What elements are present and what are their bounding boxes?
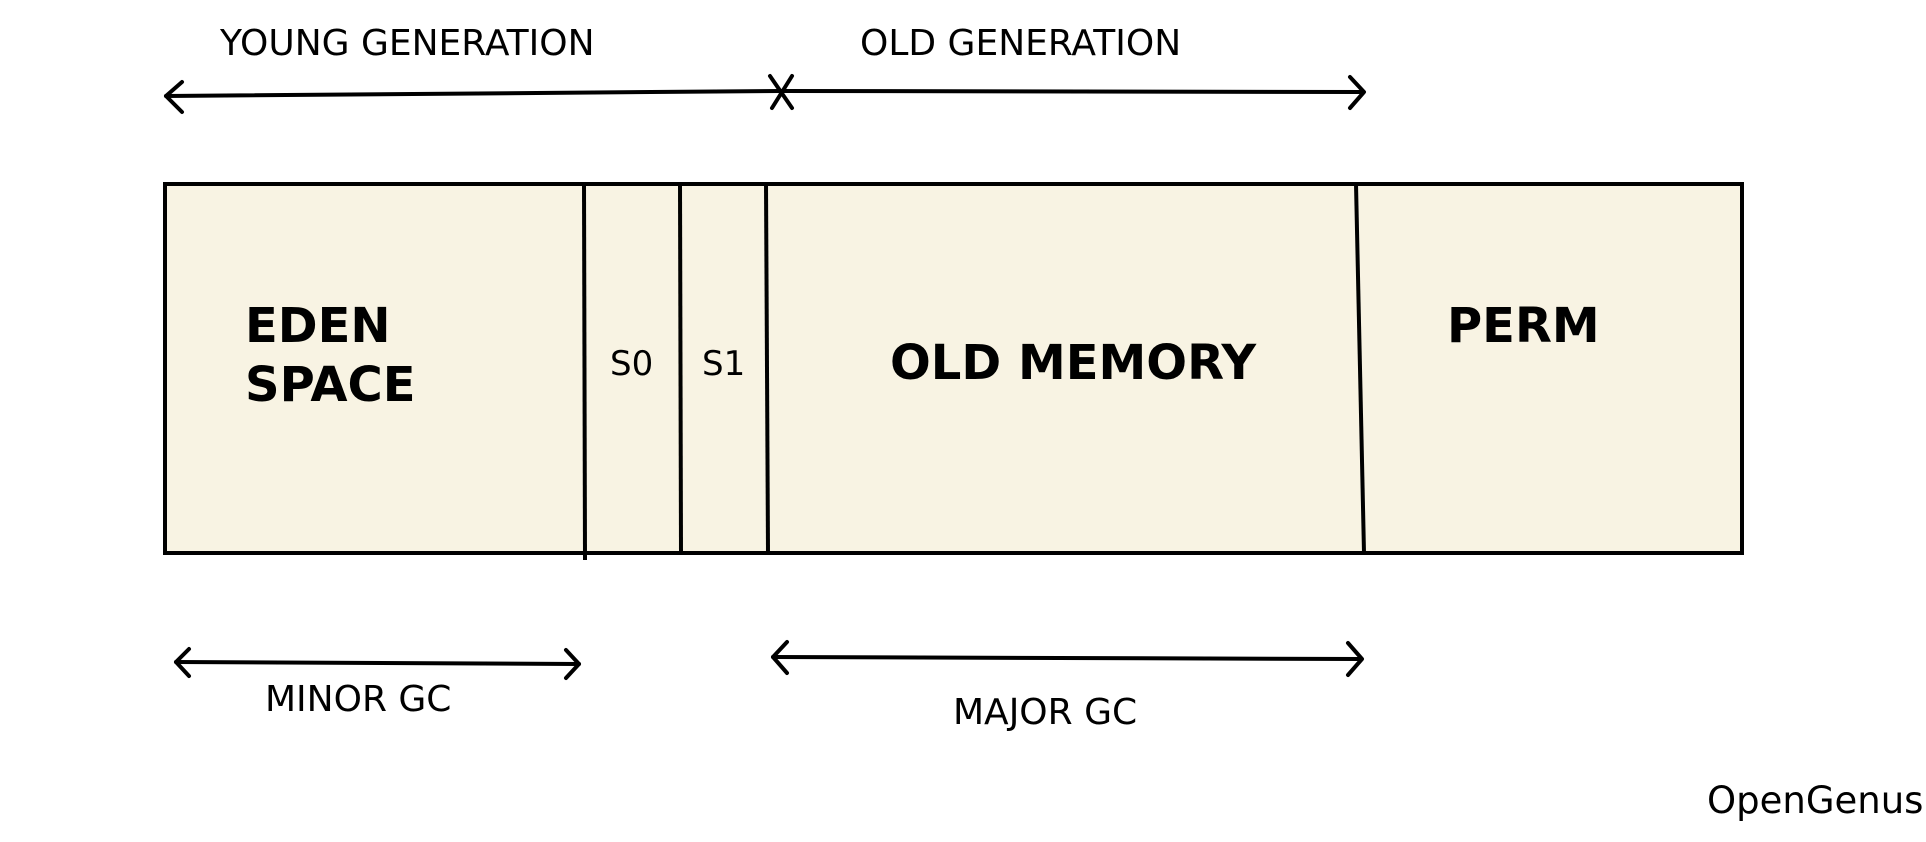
eden-divider xyxy=(582,183,587,561)
memory-bar xyxy=(163,182,1744,561)
eden-space-label: EDEN SPACE xyxy=(245,297,416,414)
eden-label-line1: EDEN xyxy=(245,298,391,354)
memory-bar-fill xyxy=(163,182,1744,555)
s0-divider xyxy=(678,183,683,554)
young-generation-label: YOUNG GENERATION xyxy=(220,23,595,64)
perm-label: PERM xyxy=(1447,298,1600,354)
survivor-s1-label: S1 xyxy=(702,344,746,384)
old-generation-arrow xyxy=(779,75,1366,110)
s1-divider xyxy=(764,183,770,554)
survivor-s0-label: S0 xyxy=(610,344,654,384)
old-generation-label: OLD GENERATION xyxy=(860,23,1182,64)
old-memory-divider xyxy=(1354,183,1366,554)
minor-gc-arrow xyxy=(174,647,581,680)
old-memory-label: OLD MEMORY xyxy=(890,335,1257,391)
major-gc-label: MAJOR GC xyxy=(953,692,1138,733)
minor-gc-label: MINOR GC xyxy=(265,679,452,720)
major-gc-arrow xyxy=(771,640,1364,677)
young-generation-arrow xyxy=(164,80,783,114)
brand-label: OpenGenus xyxy=(1707,779,1924,822)
eden-label-line2: SPACE xyxy=(245,356,416,413)
